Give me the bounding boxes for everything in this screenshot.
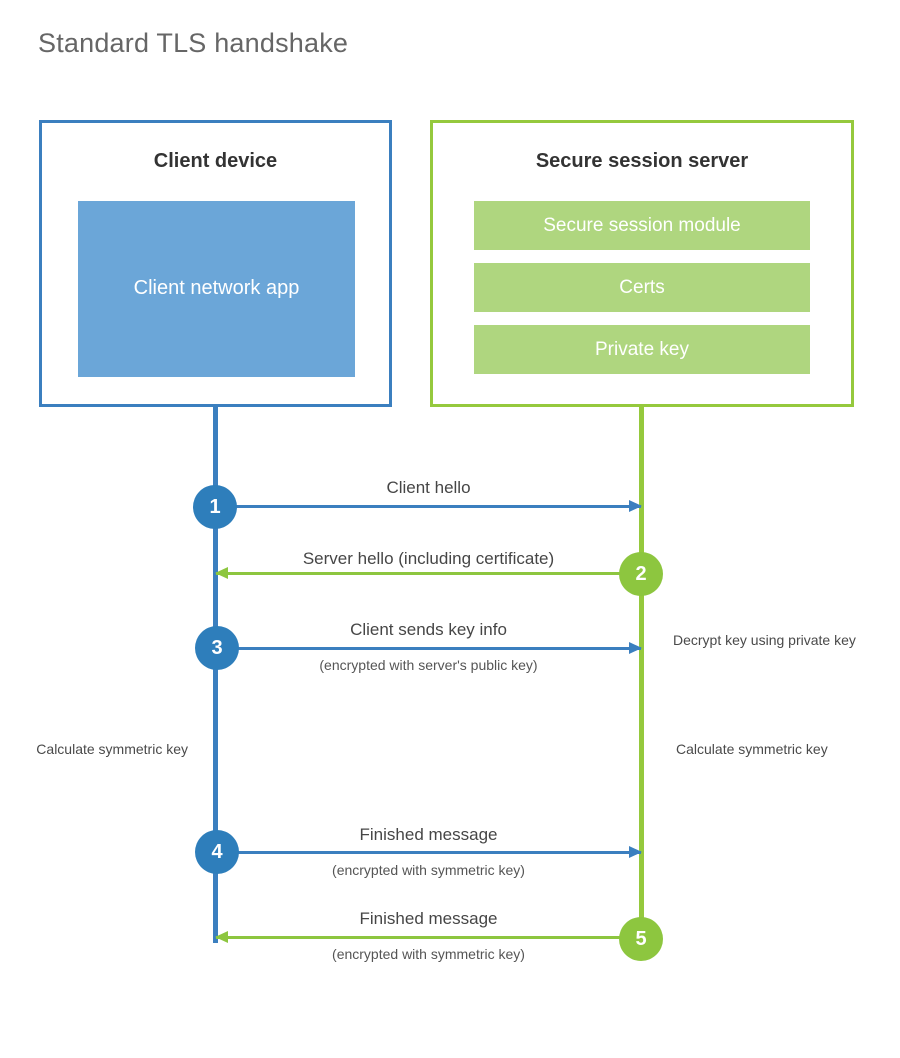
note-server-calculate-symmetric-key: Calculate symmetric key — [676, 741, 828, 757]
step-3-sublabel: (encrypted with server's public key) — [319, 657, 538, 673]
step-5-label: Finished message — [359, 909, 498, 928]
step-3-label: Client sends key info — [350, 620, 507, 639]
arrowhead-right-icon — [629, 642, 642, 654]
arrowhead-right-icon — [629, 846, 642, 858]
step-1-arrow — [216, 500, 642, 512]
step-1-label: Client hello — [386, 478, 471, 497]
client-device-box: Client device Client network app — [39, 120, 392, 407]
step-4-label: Finished message — [359, 825, 498, 844]
step-3-arrow — [216, 642, 642, 654]
note-client-calculate-symmetric-key: Calculate symmetric key — [36, 741, 188, 757]
step-2-label: Server hello (including certificate) — [302, 549, 555, 568]
step-2-arrow — [215, 567, 641, 579]
page-title: Standard TLS handshake — [38, 28, 349, 58]
step-4-circle: 4 — [195, 830, 239, 874]
secure-session-server-title: Secure session server — [535, 150, 749, 172]
step-4-arrow — [216, 846, 642, 858]
note-server-decrypt: Decrypt key using private key — [673, 632, 856, 648]
arrowhead-left-icon — [215, 931, 228, 943]
client-lifeline — [213, 406, 218, 943]
step-2-circle: 2 — [619, 552, 663, 596]
step-5-sublabel: (encrypted with symmetric key) — [332, 946, 525, 962]
client-network-app-block: Client network app — [78, 201, 355, 377]
arrowhead-left-icon — [215, 567, 228, 579]
server-bar-certs: Certs — [474, 263, 810, 312]
step-5-arrow — [215, 931, 641, 943]
step-3-circle: 3 — [195, 626, 239, 670]
server-module-stack: Secure session module Certs Private key — [474, 201, 810, 374]
server-lifeline — [639, 406, 644, 943]
step-5-circle: 5 — [619, 917, 663, 961]
server-bar-secure-session-module: Secure session module — [474, 201, 810, 250]
step-1-circle: 1 — [193, 485, 237, 529]
secure-session-server-box: Secure session server Secure session mod… — [430, 120, 854, 407]
arrowhead-right-icon — [629, 500, 642, 512]
server-bar-private-key: Private key — [474, 325, 810, 374]
step-4-sublabel: (encrypted with symmetric key) — [332, 862, 525, 878]
client-device-title: Client device — [153, 150, 278, 172]
